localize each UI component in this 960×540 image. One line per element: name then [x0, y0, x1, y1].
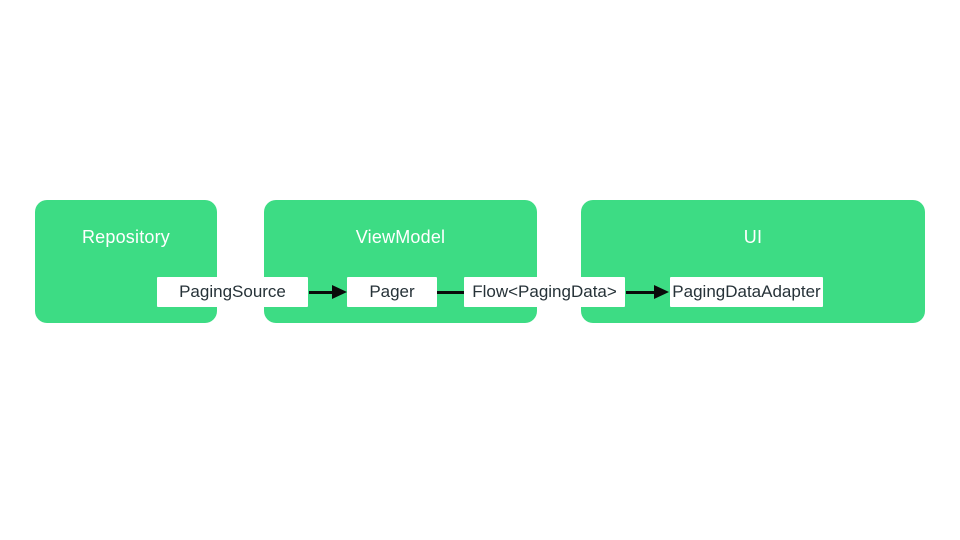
- node-pager: Pager: [347, 277, 437, 307]
- layer-ui-title: UI: [743, 227, 763, 247]
- layer-repository-title: Repository: [81, 227, 171, 247]
- connector-pagingsource-to-pager: [309, 285, 347, 299]
- node-paging-data-adapter: PagingDataAdapter: [670, 277, 823, 307]
- connector-line: [309, 290, 332, 294]
- connector-pager-to-flow: [437, 285, 464, 299]
- node-flow-paging-data: Flow<PagingData>: [464, 277, 625, 307]
- node-paging-source: PagingSource: [157, 277, 308, 307]
- connector-flow-to-adapter: [626, 285, 669, 299]
- arrow-right-icon: [654, 285, 669, 299]
- connector-line: [437, 290, 464, 294]
- connector-line: [626, 290, 654, 294]
- arrow-right-icon: [332, 285, 347, 299]
- layer-repository: Repository: [35, 200, 217, 323]
- layer-viewmodel-title: ViewModel: [355, 227, 446, 247]
